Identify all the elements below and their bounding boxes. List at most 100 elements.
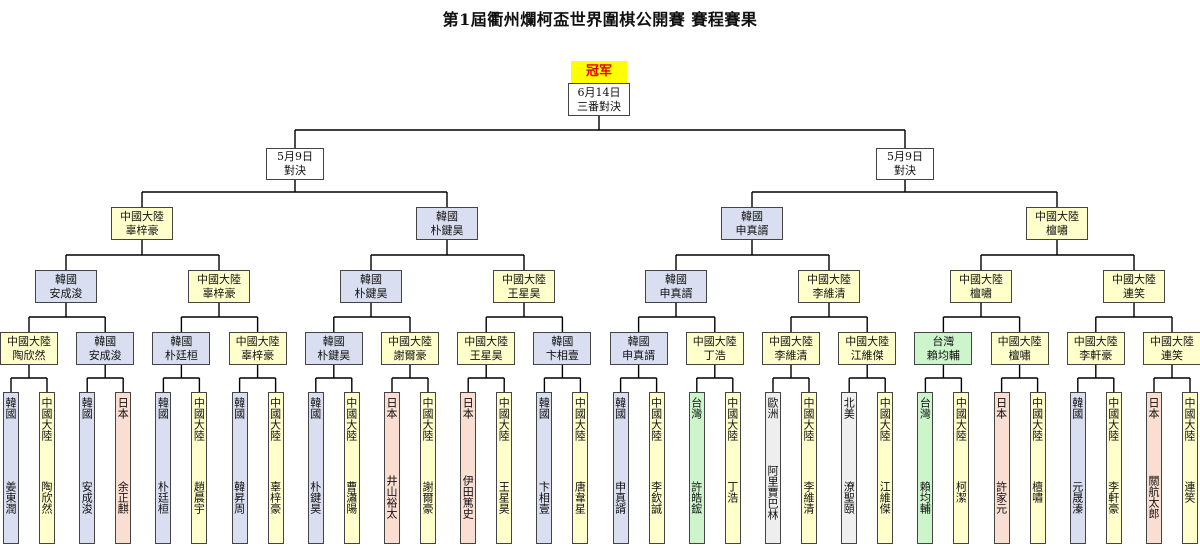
quarterfinal-player: 中國大陸辜梓豪 bbox=[111, 207, 173, 240]
player-name: 李軒豪 bbox=[1106, 481, 1120, 514]
player-region: 中國大陸 bbox=[1030, 397, 1044, 441]
round64-player: 中國大陸李軒豪 bbox=[1105, 392, 1122, 544]
player-name: 趙晨宇 bbox=[192, 481, 206, 514]
player-region: 中國大陸 bbox=[649, 397, 663, 441]
player-name: 辜梓豪 bbox=[268, 481, 282, 514]
round64-player: 日本關航太郎 bbox=[1146, 392, 1162, 544]
player-region: 中國大陸 bbox=[1106, 397, 1120, 441]
round64-player: 中國大陸柯潔 bbox=[953, 392, 970, 544]
player-name: 唐韋星 bbox=[573, 481, 587, 514]
player-name: 江維傑 bbox=[878, 481, 892, 514]
player-region: 中國大陸 bbox=[1035, 209, 1079, 223]
round64-player: 中國大陸李維清 bbox=[801, 392, 817, 544]
player-name: 辜梓豪 bbox=[202, 286, 236, 300]
player-region: 中國大陸 bbox=[1112, 272, 1156, 286]
quarterfinal-player: 韓國申真諝 bbox=[721, 207, 783, 240]
round64-player: 中國大陸李欽誠 bbox=[648, 392, 665, 544]
player-region: 韓國 bbox=[170, 334, 193, 348]
player-name: 朴鍵昊 bbox=[308, 481, 322, 514]
player-name: 安成浚 bbox=[49, 286, 83, 300]
round64-player: 中國大陸陶欣然 bbox=[39, 392, 55, 544]
player-region: 韓國 bbox=[94, 334, 117, 348]
player-region: 中國大陸 bbox=[120, 209, 164, 223]
player-region: 韓國 bbox=[80, 397, 94, 419]
semifinal-box: 5月9日對決 bbox=[876, 148, 934, 180]
player-region: 北美 bbox=[842, 397, 856, 419]
player-region: 韓國 bbox=[537, 397, 551, 419]
player-name: 朴廷桓 bbox=[164, 348, 198, 362]
champion-label: 冠军 bbox=[571, 61, 627, 83]
player-region: 韓國 bbox=[551, 334, 574, 348]
round64-player: 中國大陸江維傑 bbox=[877, 392, 894, 544]
player-region: 韓國 bbox=[360, 272, 382, 286]
player-region: 中國大陸 bbox=[1183, 397, 1196, 441]
round64-player: 中國大陸連笑 bbox=[1182, 392, 1198, 544]
player-name: 王星昊 bbox=[497, 481, 511, 514]
round32-player: 中國大陸陶欣然 bbox=[0, 332, 58, 365]
player-region: 中國大陸 bbox=[692, 334, 737, 348]
player-name: 曹瀟陽 bbox=[344, 481, 358, 514]
player-region: 中國大陸 bbox=[807, 272, 851, 286]
round64-player: 台灣許皓鋐 bbox=[688, 392, 705, 544]
player-name: 朴鍵昊 bbox=[317, 348, 351, 362]
round64-player: 日本余正麒 bbox=[115, 392, 132, 544]
player-name: 王星昊 bbox=[469, 348, 503, 362]
player-name: 李維清 bbox=[774, 348, 808, 362]
player-region: 中國大陸 bbox=[421, 397, 434, 441]
player-region: 中國大陸 bbox=[197, 272, 241, 286]
player-region: 韓國 bbox=[665, 272, 687, 286]
player-name: 申真諝 bbox=[613, 481, 627, 514]
round32-player: 中國大陸李維清 bbox=[762, 332, 820, 365]
round32-player: 中國大陸丁浩 bbox=[685, 332, 744, 365]
player-name: 謝爾豪 bbox=[421, 481, 434, 514]
player-name: 謝爾豪 bbox=[393, 348, 427, 362]
player-name: 朴鍵昊 bbox=[430, 223, 464, 237]
player-name: 姜東潤 bbox=[4, 481, 17, 514]
player-region: 中國大陸 bbox=[1150, 334, 1194, 348]
round-format: 三番對決 bbox=[577, 99, 621, 113]
player-region: 中國大陸 bbox=[997, 334, 1042, 348]
player-region: 日本 bbox=[116, 397, 130, 419]
player-name: 許家元 bbox=[994, 481, 1008, 514]
player-name: 檀嘯 bbox=[970, 286, 992, 300]
player-region: 中國大陸 bbox=[464, 334, 509, 348]
player-region: 中國大陸 bbox=[502, 272, 546, 286]
round64-player: 日本伊田篤史 bbox=[460, 392, 477, 544]
player-region: 中國大陸 bbox=[878, 397, 892, 441]
round32-player: 台灣賴均輔 bbox=[914, 332, 973, 365]
player-region: 中國大陸 bbox=[235, 334, 280, 348]
player-name: 李維清 bbox=[802, 481, 815, 514]
player-region: 台灣 bbox=[918, 397, 932, 419]
player-region: 中國大陸 bbox=[497, 397, 511, 441]
player-name: 江維傑 bbox=[850, 348, 884, 362]
player-region: 台灣 bbox=[689, 397, 703, 419]
player-region: 中國大陸 bbox=[954, 397, 968, 441]
round32-player: 韓國朴鍵昊 bbox=[304, 332, 363, 365]
round64-player: 日本井山裕太 bbox=[384, 392, 400, 544]
round64-player: 韓國申真諝 bbox=[612, 392, 629, 544]
round-format: 對決 bbox=[894, 164, 916, 177]
player-name: 李軒豪 bbox=[1079, 348, 1113, 362]
player-region: 日本 bbox=[994, 397, 1008, 419]
round64-player: 台灣賴均輔 bbox=[917, 392, 934, 544]
player-region: 中國大陸 bbox=[192, 397, 206, 441]
player-name: 王星昊 bbox=[507, 286, 541, 300]
round64-player: 中國大陸辜梓豪 bbox=[267, 392, 284, 544]
player-name: 柯潔 bbox=[954, 481, 968, 503]
player-name: 申真諝 bbox=[622, 348, 656, 362]
player-name: 安成浚 bbox=[80, 481, 94, 514]
player-region: 韓國 bbox=[308, 397, 322, 419]
player-region: 中國大陸 bbox=[959, 272, 1003, 286]
round16-player: 韓國安成浚 bbox=[35, 270, 97, 303]
player-name: 卞相壹 bbox=[537, 481, 551, 514]
player-name: 辜梓豪 bbox=[241, 348, 275, 362]
round32-player: 韓國卞相壹 bbox=[533, 332, 592, 365]
round64-player: 韓國韓昇周 bbox=[231, 392, 248, 544]
round64-player: 韓國元晟溱 bbox=[1069, 392, 1086, 544]
semifinal-box: 5月9日對決 bbox=[266, 148, 324, 180]
player-region: 日本 bbox=[1147, 397, 1160, 419]
player-region: 中國大陸 bbox=[40, 397, 53, 441]
round64-player: 中國大陸趙晨宇 bbox=[191, 392, 208, 544]
player-name: 韓昇周 bbox=[232, 481, 246, 514]
player-name: 丁浩 bbox=[703, 348, 726, 362]
